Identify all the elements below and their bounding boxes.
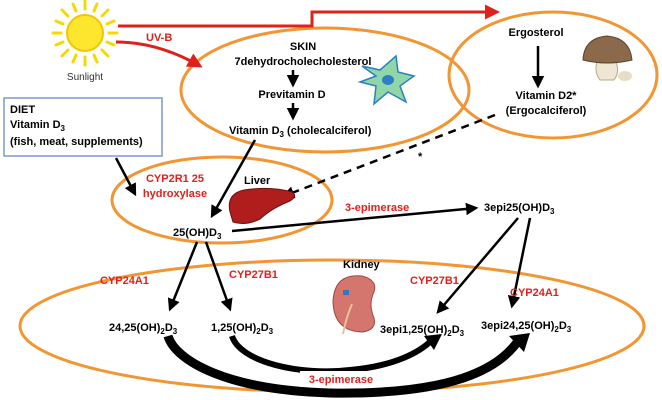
arrow-3epi-to-3epi24-25 xyxy=(507,217,532,309)
metabolite-1-25-oh2d3: 1,25(OH)2D3 xyxy=(211,322,274,336)
epimerase-bottom-label-bg xyxy=(300,371,382,387)
uvb-arrow-to-skin xyxy=(115,40,203,68)
liver-enzyme-line2: hydroxylase xyxy=(143,188,207,200)
curved-arrow-24-25-to-3epi24-25 xyxy=(163,334,524,398)
skin-precursor: 7dehydrocholecholesterol xyxy=(235,56,372,68)
vitamin-d2: Vitamin D2* xyxy=(516,90,578,102)
cyp24a1-right: CYP24A1 xyxy=(510,287,559,299)
uvb-arrow-to-ergosterol xyxy=(118,4,500,28)
metabolite-25ohd3: 25(OH)D3 xyxy=(173,227,222,241)
curved-arrow-1-25-to-3epi1-25 xyxy=(229,334,435,375)
sun-icon xyxy=(51,0,119,67)
diet-sources: (fish, meat, supplements) xyxy=(10,136,143,148)
liver-enzyme-line1: CYP2R1 25 xyxy=(146,173,204,185)
liver-label: Liver xyxy=(244,175,271,187)
liver-icon xyxy=(228,187,296,224)
arrow-25ohd3-to-24-25 xyxy=(167,241,199,312)
asterisk-note: * xyxy=(418,151,423,163)
diet-vitamin-d3: Vitamin D3 xyxy=(10,119,66,133)
metabolite-24-25-oh2d3: 24,25(OH)2D3 xyxy=(109,322,178,336)
diet-box xyxy=(3,97,163,157)
arrow-3epi-to-3epi1-25 xyxy=(436,217,519,314)
metabolite-3epi24-25-oh2d3: 3epi24,25(OH)2D3 xyxy=(481,320,572,334)
vitamin-d3-skin: Vitamin D3 (cholecalciferol) xyxy=(229,125,372,139)
ergocalciferol: (Ergocalciferol) xyxy=(506,105,587,117)
ergosterol-title: Ergosterol xyxy=(508,27,563,39)
skin-title: SKIN xyxy=(290,41,316,53)
cyp24a1-left: CYP24A1 xyxy=(100,275,149,287)
mushroom-icon xyxy=(582,35,633,81)
epimerase-label-top: 3-epimerase xyxy=(345,202,409,214)
cyp27b1-left: CYP27B1 xyxy=(229,269,278,281)
metabolite-3epi1-25-oh2d3: 3epi1,25(OH)2D3 xyxy=(380,324,465,338)
arrow-d3-to-25ohd3 xyxy=(210,139,257,219)
curved-arrow-1-25-head xyxy=(424,334,442,350)
arrow-25ohd3-to-1-25 xyxy=(204,241,233,312)
dashed-arrow-d2-to-liver xyxy=(281,113,496,199)
skin-ellipse xyxy=(179,26,471,154)
curved-arrow-24-25-head xyxy=(509,333,530,352)
kidney-icon xyxy=(332,275,376,335)
diet-title: DIET xyxy=(10,104,35,116)
liver-ellipse xyxy=(110,155,334,245)
uvb-label: UV-B xyxy=(146,32,172,44)
metabolite-3epi25ohd3: 3epi25(OH)D3 xyxy=(484,202,555,216)
ergosterol-ellipse xyxy=(447,10,659,140)
skin-cell-icon xyxy=(357,54,416,106)
arrow-25ohd3-to-3epi xyxy=(231,202,479,233)
epimerase-label-bottom: 3-epimerase xyxy=(309,374,373,386)
sunlight-label: Sunlight xyxy=(67,72,103,83)
arrow-diet-to-liver xyxy=(114,157,137,197)
previtamin-d: Previtamin D xyxy=(258,89,325,101)
cyp27b1-right: CYP27B1 xyxy=(410,275,459,287)
kidney-label: Kidney xyxy=(343,259,381,271)
